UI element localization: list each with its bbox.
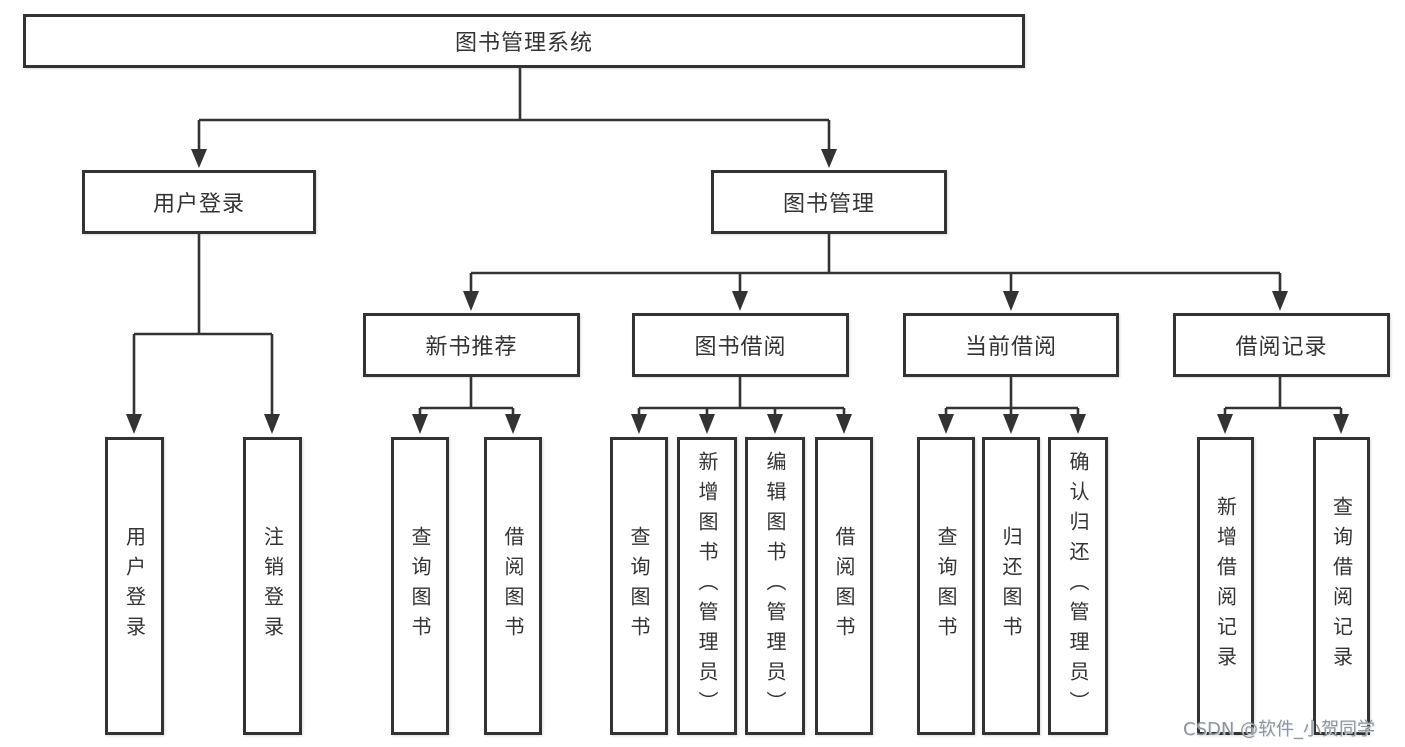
- node-label: 查询图书: [627, 526, 651, 646]
- node-book-management: 图书管理: [711, 170, 947, 234]
- leaf-logout: 注销登录: [243, 437, 302, 735]
- connector-borrow-records-to-leaves: [1217, 377, 1349, 434]
- connector-book-management-to-level3: [463, 234, 1288, 311]
- leaf-query-books-current: 查询图书: [917, 437, 975, 735]
- node-label: 注销登录: [260, 526, 285, 646]
- node-label: 新书推荐: [425, 335, 518, 360]
- node-label: 借阅图书: [832, 526, 856, 646]
- node-label: 查询借阅记录: [1329, 496, 1354, 676]
- leaf-return-books: 归还图书: [982, 437, 1040, 735]
- csdn-watermark: CSDN @软件_小贺同学: [1183, 719, 1376, 740]
- leaf-borrow-books-recommend: 借阅图书: [484, 437, 542, 735]
- leaf-add-borrow-record: 新增借阅记录: [1197, 437, 1254, 735]
- node-label: 图书管理系统: [454, 31, 593, 56]
- node-root: 图书管理系统: [23, 14, 1025, 68]
- node-label: 新增借阅记录: [1213, 496, 1238, 676]
- leaf-edit-book-admin: 编辑图书（管理员）: [745, 437, 805, 735]
- node-label: 图书借阅: [694, 335, 787, 360]
- connector-book-borrow-to-leaves: [631, 377, 852, 434]
- leaf-query-books-recommend: 查询图书: [391, 437, 449, 735]
- node-current-borrow: 当前借阅: [903, 313, 1119, 377]
- node-label: 编辑图书（管理员）: [763, 451, 787, 721]
- leaf-user-login: 用户登录: [105, 437, 164, 735]
- leaf-borrow-books: 借阅图书: [815, 437, 873, 735]
- node-label: 归还图书: [999, 526, 1023, 646]
- leaf-add-book-admin: 新增图书（管理员）: [677, 437, 737, 735]
- connector-current-borrow-to-leaves: [938, 377, 1086, 434]
- leaf-query-borrow-record: 查询借阅记录: [1313, 437, 1370, 735]
- node-book-borrow: 图书借阅: [632, 313, 849, 377]
- node-label: 查询图书: [934, 526, 958, 646]
- node-user-login: 用户登录: [82, 170, 316, 234]
- node-label: 查询图书: [408, 526, 432, 646]
- node-borrow-records: 借阅记录: [1173, 313, 1390, 377]
- node-label: 用户登录: [152, 192, 245, 217]
- leaf-confirm-return-admin: 确认归还（管理员）: [1048, 437, 1108, 735]
- connector-new-book-recommend-to-leaves: [412, 377, 521, 434]
- connector-root-to-level2: [191, 68, 837, 168]
- node-label: 新增图书（管理员）: [695, 451, 719, 721]
- connector-user-login-to-leaves: [126, 234, 280, 434]
- node-label: 用户登录: [122, 526, 147, 646]
- node-label: 当前借阅: [964, 335, 1057, 360]
- node-new-book-recommend: 新书推荐: [363, 313, 580, 377]
- node-label: 图书管理: [782, 192, 875, 217]
- node-label: 借阅图书: [501, 526, 525, 646]
- leaf-query-books-borrow: 查询图书: [610, 437, 668, 735]
- node-label: 借阅记录: [1235, 335, 1328, 360]
- node-label: 确认归还（管理员）: [1066, 451, 1090, 721]
